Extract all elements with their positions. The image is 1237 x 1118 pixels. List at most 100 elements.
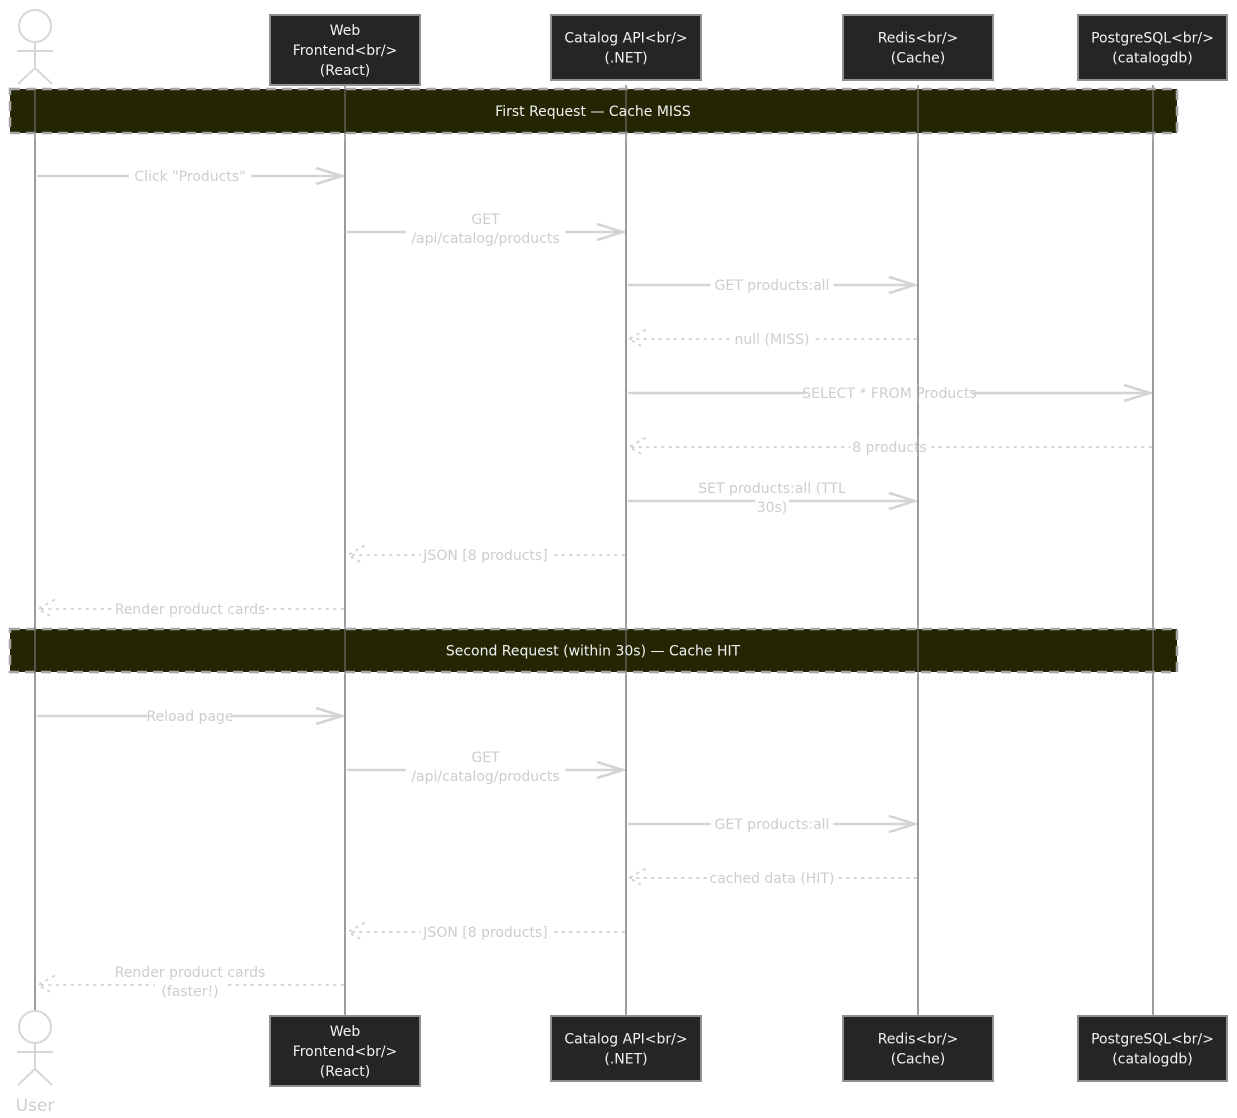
message-label: (faster!) [161, 984, 218, 1000]
participant-redis-top[interactable]: Redis<br/> (Cache) [842, 14, 994, 81]
participant-label-line: (React) [320, 1064, 370, 1080]
label-background [692, 479, 852, 497]
actor-head-icon [18, 9, 52, 43]
message-label: Reload page [146, 709, 233, 725]
participant-api-bottom[interactable]: Catalog API<br/> (.NET) [550, 1015, 702, 1082]
label-background [405, 229, 566, 247]
participant-box [842, 14, 994, 81]
message-label: 8 products [852, 440, 927, 456]
message-api-to-web[interactable]: JSON [8 products] [345, 545, 625, 565]
participant-label-line: Catalog API<br/> [564, 1032, 687, 1048]
message-label: Render product cards [115, 965, 266, 981]
message-user-to-web[interactable]: Reload page [37, 706, 347, 726]
message-label: null (MISS) [735, 332, 810, 348]
participant-label-line: Web [330, 23, 361, 39]
message-label: GET [471, 212, 500, 228]
arrowhead-icon [315, 706, 347, 726]
message-label: Render product cards [115, 602, 266, 618]
participant-label-line: (catalogdb) [1112, 1052, 1192, 1068]
message-web-to-api[interactable]: GET/api/catalog/products [347, 748, 628, 785]
message-label: SELECT * FROM Products [802, 386, 976, 402]
label-background [147, 707, 233, 725]
lifelines [34, 85, 1154, 1016]
participant-label-line: PostgreSQL<br/> [1091, 1032, 1214, 1048]
participant-box [269, 1015, 421, 1087]
participant-box [269, 14, 421, 86]
participant-label-line: Frontend<br/> [293, 43, 398, 59]
message-label: GET products:all [715, 278, 830, 294]
message-label: JSON [8 products] [422, 548, 547, 564]
participant-label-line: (catalogdb) [1112, 51, 1192, 67]
section-title: First Request — Cache MISS [495, 104, 691, 120]
section-2: Second Request (within 30s) — Cache HIT [8, 627, 1179, 674]
actor-leg-icon [34, 67, 53, 85]
participant-pg-bottom[interactable]: PostgreSQL<br/> (catalogdb) [1077, 1015, 1228, 1082]
arrowhead-icon [35, 975, 55, 995]
participant-api-top[interactable]: Catalog API<br/>(.NET) [550, 14, 702, 81]
participant-label-line: Redis<br/> [878, 31, 959, 47]
message-redis-to-api[interactable]: cached data (HIT) [626, 868, 917, 888]
participant-pg-top[interactable]: PostgreSQL<br/> (catalogdb) [1077, 14, 1228, 81]
arrowhead-icon [626, 329, 646, 349]
arrowhead-icon [35, 599, 55, 619]
message-pg-to-api[interactable]: 8 products [626, 437, 1152, 457]
actor-head-icon [18, 1010, 52, 1044]
label-background [707, 869, 837, 887]
participant-label-line: (.NET) [604, 1052, 647, 1068]
label-background [755, 498, 789, 516]
label-background [472, 748, 499, 766]
message-label: GET [471, 750, 500, 766]
label-background [850, 438, 929, 456]
label-background [420, 923, 551, 941]
actor-user-top[interactable] [17, 9, 53, 85]
arrowhead-icon [626, 868, 646, 888]
participant-label-line: (Cache) [891, 51, 945, 67]
label-background [405, 767, 566, 785]
arrowhead-icon [345, 545, 365, 565]
message-web-to-user[interactable]: Render product cards (faster!) [35, 963, 344, 1000]
label-background [710, 815, 834, 833]
label-background [114, 600, 266, 618]
participant-label-line: PostgreSQL<br/> [1091, 31, 1214, 47]
label-background [472, 210, 499, 228]
arrowhead-icon [345, 922, 365, 942]
participant-label-line: (Cache) [891, 1052, 945, 1068]
actor-leg-icon [17, 67, 36, 85]
label-background [710, 276, 834, 294]
participant-box [1077, 1015, 1228, 1082]
message-label: SET products:all (TTL [698, 481, 846, 497]
arrowhead-icon [888, 814, 920, 834]
message-label: /api/catalog/products [411, 231, 559, 247]
section-background [8, 87, 1179, 135]
message-redis-to-api[interactable]: null (MISS) [626, 329, 917, 349]
message-api-to-redis[interactable]: SET products:all (TTL 30s) [628, 479, 920, 516]
message-label: 30s) [757, 500, 788, 516]
message-api-to-redis[interactable]: GET products:all [628, 275, 920, 295]
participant-redis-bottom[interactable]: Redis<br/> (Cache) [842, 1015, 994, 1082]
label-background [114, 963, 266, 981]
message-api-to-redis[interactable]: GET products:all [628, 814, 920, 834]
participant-label-line: Redis<br/> [878, 1032, 959, 1048]
message-api-to-pg[interactable]: SELECT * FROM Products [628, 383, 1155, 403]
actor-leg-icon [17, 1068, 36, 1086]
label-background [806, 384, 973, 402]
lifeline-overlay [34, 140, 1154, 1014]
message-label: cached data (HIT) [710, 871, 835, 887]
actor-user-bottom[interactable]: User [16, 1010, 55, 1116]
message-api-to-web[interactable]: JSON [8 products] [345, 922, 625, 942]
section-1: First Request — Cache MISS [8, 87, 1179, 135]
label-background [154, 982, 226, 1000]
arrowhead-icon [596, 222, 628, 242]
message-web-to-user[interactable]: Render product cards [35, 599, 344, 619]
actor-label: User [16, 1096, 55, 1116]
message-user-to-web[interactable]: Click "Products" [37, 166, 347, 186]
arrowhead-icon [888, 275, 920, 295]
section-title: Second Request (within 30s) — Cache HIT [446, 644, 741, 660]
label-background [729, 330, 815, 348]
participant-box [1077, 14, 1228, 81]
label-background [128, 167, 252, 185]
message-web-to-api[interactable]: GET/api/catalog/products [347, 210, 628, 247]
